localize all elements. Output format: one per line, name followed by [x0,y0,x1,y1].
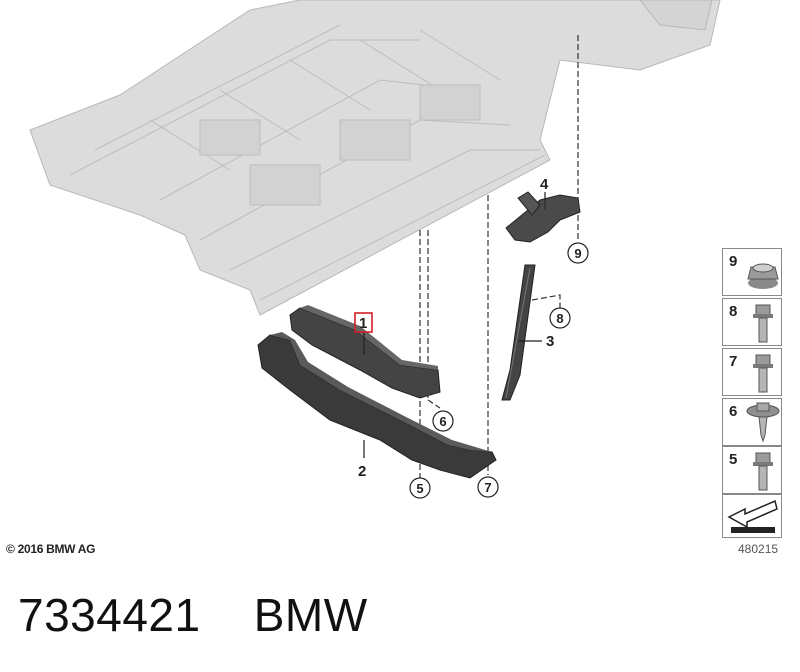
hex-bolt-icon [753,452,773,491]
part-1-cover [289,305,441,399]
diagram-id: 480215 [738,542,779,556]
legend-item-7: 7 [722,348,782,396]
copyright-text: © 2016 BMW AG [6,542,96,556]
part-3-strut [501,264,542,401]
legend-item-8: 8 [722,298,782,346]
hex-bolt-icon [753,304,773,343]
parts-diagram: 1 2 3 4 5 6 7 8 9 [29,0,721,499]
legend-label: 8 [729,303,738,320]
legend-label: 6 [729,403,738,420]
legend-item-9: 9 [722,248,782,296]
callout-2: 2 [358,463,366,480]
callout-7-circle: 7 [477,476,499,498]
svg-text:8: 8 [556,311,563,326]
svg-text:7: 7 [484,480,491,495]
part-4-bracket [505,191,581,243]
callout-5-circle: 5 [409,477,431,499]
flange-nut-icon [747,263,779,289]
callout-1-highlight [354,312,373,333]
svg-text:5: 5 [416,481,423,496]
callout-4: 4 [540,176,549,193]
callout-6-circle: 6 [432,410,454,432]
part-2-cover [257,332,497,479]
footer-caption: 7334421 BMW [18,588,368,642]
callout-8-circle: 8 [549,307,571,329]
legend-label: 9 [729,253,738,270]
leader-lines [363,192,546,458]
legend-item-5: 5 [722,446,782,494]
legend-arrow-box [722,494,782,538]
arrow-icon [727,499,778,533]
legend-label: 5 [729,451,738,468]
vehicle-underbody [29,0,721,316]
hex-bolt-icon [753,354,773,393]
legend-item-6: 6 [722,398,782,446]
part-number: 7334421 [18,589,201,641]
svg-text:9: 9 [574,246,581,261]
washer-screw-icon [746,402,780,443]
svg-text:6: 6 [439,414,446,429]
callout-9-circle: 9 [567,242,589,264]
callout-1: 1 [359,315,367,332]
callout-3: 3 [546,333,554,350]
dash-lines [419,35,579,478]
legend-label: 7 [729,353,738,370]
brand-name: BMW [253,589,368,641]
